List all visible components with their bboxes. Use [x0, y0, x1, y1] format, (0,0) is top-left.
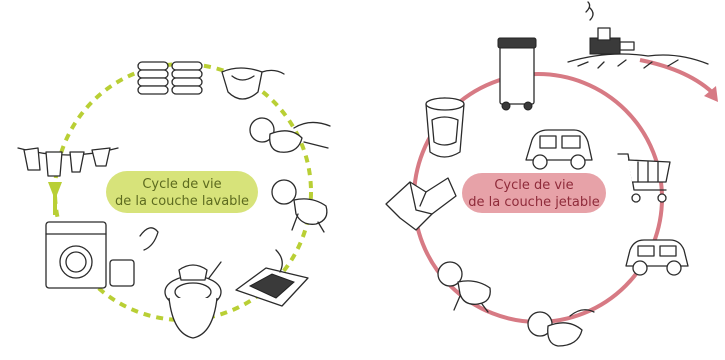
dirty-diaper-icon [236, 250, 308, 306]
washing-machine-icon [46, 222, 158, 288]
toilet-icon [165, 262, 221, 338]
diaper-icon [222, 68, 284, 99]
car-icon [626, 240, 688, 275]
landfill-bulldozer-icon [568, 2, 708, 68]
crawling-baby-icon [438, 262, 490, 312]
washable-label-line1: Cycle de vie [142, 177, 221, 192]
disposable-label-line2: de la couche jetable [468, 195, 600, 210]
diaper-pail-icon [426, 98, 464, 157]
washable-cycle: Cycle de vie de la couche lavable [18, 62, 330, 338]
disposable-label-line1: Cycle de vie [494, 178, 573, 193]
disposable-cycle: Cycle de vie de la couche jetable [386, 2, 718, 346]
discarded-diaper-icon [386, 178, 456, 230]
shopping-cart-icon [618, 154, 670, 202]
disposable-cycle-label: Cycle de vie de la couche jetable [462, 173, 606, 213]
trash-bin-icon [498, 38, 536, 110]
washable-cycle-label: Cycle de vie de la couche lavable [106, 171, 258, 213]
washable-label-line2: de la couche lavable [115, 194, 249, 209]
clothesline-icon [18, 148, 118, 176]
car-icon [526, 130, 592, 169]
folded-diapers-icon [138, 62, 202, 94]
crawling-baby-icon [272, 180, 327, 232]
